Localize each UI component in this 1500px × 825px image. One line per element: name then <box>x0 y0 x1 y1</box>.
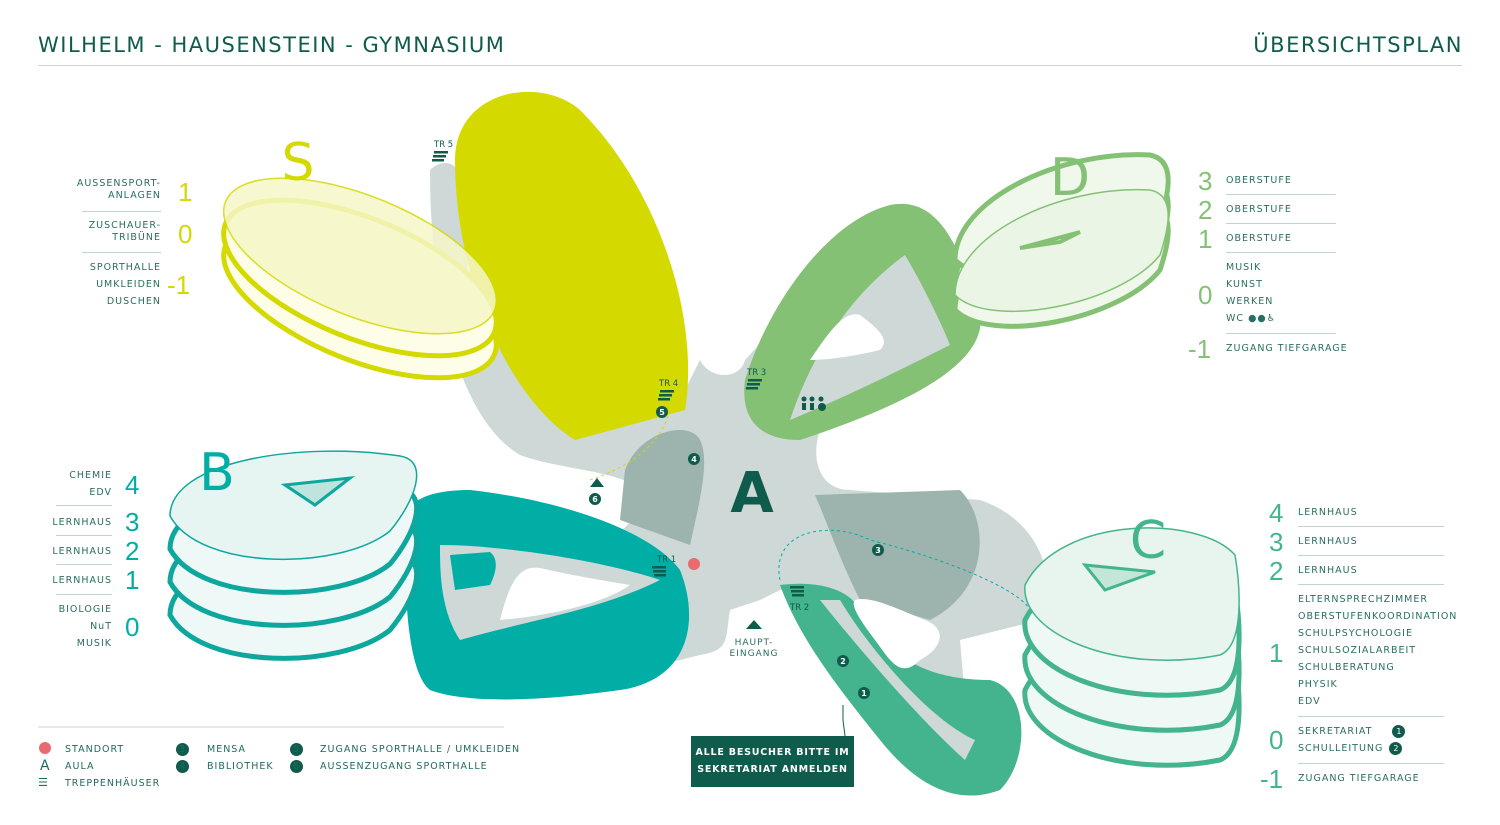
c-floor-3-label: LERNHAUS <box>1298 536 1358 547</box>
d-floor-minus1-label: ZUGANG TIEFGARAGE <box>1226 343 1348 354</box>
stair-tr4[interactable]: TR 4 <box>658 379 678 389</box>
c-floor-4-label: LERNHAUS <box>1298 507 1358 518</box>
marker-2-schulleitung[interactable]: 2 <box>840 657 846 666</box>
c-floor-0: 0 <box>1269 725 1284 755</box>
legend-6-icon: 6 <box>290 760 303 773</box>
stair-tr1[interactable]: TR 1 <box>656 555 676 565</box>
d-floor-3: 3 <box>1198 166 1213 196</box>
d-floor-minus1: -1 <box>1188 334 1212 364</box>
legend-aula: AULA <box>65 761 95 772</box>
legend-3-icon: 3 <box>176 743 189 756</box>
building-b-stack[interactable] <box>167 450 420 661</box>
c-floor-2-label: LERNHAUS <box>1298 565 1358 576</box>
standort-marker <box>688 558 700 570</box>
legend-4-icon: 4 <box>176 760 189 773</box>
building-s-stack[interactable] <box>203 146 517 410</box>
stair-tr5[interactable]: TR 5 <box>433 140 453 150</box>
wc-icon <box>801 396 826 411</box>
s-floor-0: 0 <box>178 219 193 249</box>
b-floor-4: 4 <box>125 470 140 500</box>
c-floor-2: 2 <box>1269 556 1284 586</box>
c-floor-3: 3 <box>1269 527 1284 557</box>
legend-treppen: TREPPENHÄUSER <box>65 778 161 789</box>
d-floor-0: 0 <box>1198 280 1213 310</box>
d-floor-1: 1 <box>1198 224 1213 254</box>
building-d-stack[interactable] <box>952 152 1171 329</box>
header-divider <box>38 65 1462 66</box>
stair-tr3[interactable]: TR 3 <box>746 368 766 378</box>
legend-aussenzugang: AUSSENZUGANG SPORTHALLE <box>320 761 488 772</box>
staircase-icon: ☰ <box>38 776 49 789</box>
plan-title: ÜBERSICHTSPLAN <box>1253 33 1463 57</box>
wc-accessible-icon: ●●♿ <box>1248 313 1277 324</box>
b-floor-1: 1 <box>125 565 140 595</box>
marker-6-aussenzugang[interactable]: 6 <box>592 495 598 504</box>
s-floor-minus1: -1 <box>167 270 191 300</box>
building-letter-s: S <box>281 133 314 193</box>
s-floor-1: 1 <box>178 177 193 207</box>
d-floor-2-label: OBERSTUFE <box>1226 204 1292 215</box>
main-entrance-label-1: HAUPT- <box>735 638 774 648</box>
building-letter-c: C <box>1130 511 1166 571</box>
s-floor-1-label: AUSSENSPORT-ANLAGEN <box>76 178 161 201</box>
hub-bibliothek <box>620 430 705 545</box>
stair-tr2[interactable]: TR 2 <box>789 603 809 613</box>
s-floor-0-label: ZUSCHAUER-TRIBÜNE <box>88 220 161 243</box>
main-entrance-arrow-icon <box>746 620 762 629</box>
marker-3-mensa[interactable]: 3 <box>875 546 881 555</box>
c-floor-1: 1 <box>1269 638 1284 668</box>
b-floor-0: 0 <box>125 612 140 642</box>
b-floor-2: 2 <box>125 536 140 566</box>
aula-icon: A <box>40 758 51 774</box>
d-floor-2: 2 <box>1198 195 1213 225</box>
b-floor-3: 3 <box>125 507 140 537</box>
legend-standort: STANDORT <box>65 744 125 755</box>
b-floor-2-label: LERNHAUS <box>52 546 112 557</box>
main-entrance-label-2: EINGANG <box>730 649 779 659</box>
c-floor-minus1-label: ZUGANG TIEFGARAGE <box>1298 773 1420 784</box>
c-floor-minus1: -1 <box>1260 764 1284 794</box>
building-letter-d: D <box>1050 148 1090 208</box>
marker-4-bibliothek[interactable]: 4 <box>691 455 697 464</box>
c-floor-4: 4 <box>1269 498 1284 528</box>
standort-icon <box>39 742 51 754</box>
building-c-stack[interactable] <box>1022 527 1242 768</box>
staircase-icons <box>432 151 804 597</box>
legend-mensa: MENSA <box>207 744 247 755</box>
marker-5-zugang-sporthalle[interactable]: 5 <box>659 408 665 417</box>
marker-1-sekretariat[interactable]: 1 <box>861 689 867 698</box>
entrance-6-arrow-icon <box>590 478 604 487</box>
legend-5-icon: 5 <box>290 743 303 756</box>
legend-zugang: ZUGANG SPORTHALLE / UMKLEIDEN <box>320 744 521 755</box>
building-s-plan[interactable] <box>455 91 689 441</box>
legend-bibliothek: BIBLIOTHEK <box>207 761 274 772</box>
aula-letter: A <box>730 461 774 526</box>
d-floor-1-label: OBERSTUFE <box>1226 233 1292 244</box>
d-floor-3-label: OBERSTUFE <box>1226 175 1292 186</box>
hub-mensa <box>815 490 980 620</box>
b-floor-3-label: LERNHAUS <box>52 517 112 528</box>
callout-pointer <box>842 705 846 737</box>
school-title: WILHELM - HAUSENSTEIN - GYMNASIUM <box>38 33 506 57</box>
building-letter-b: B <box>199 443 235 503</box>
b-floor-1-label: LERNHAUS <box>52 575 112 586</box>
